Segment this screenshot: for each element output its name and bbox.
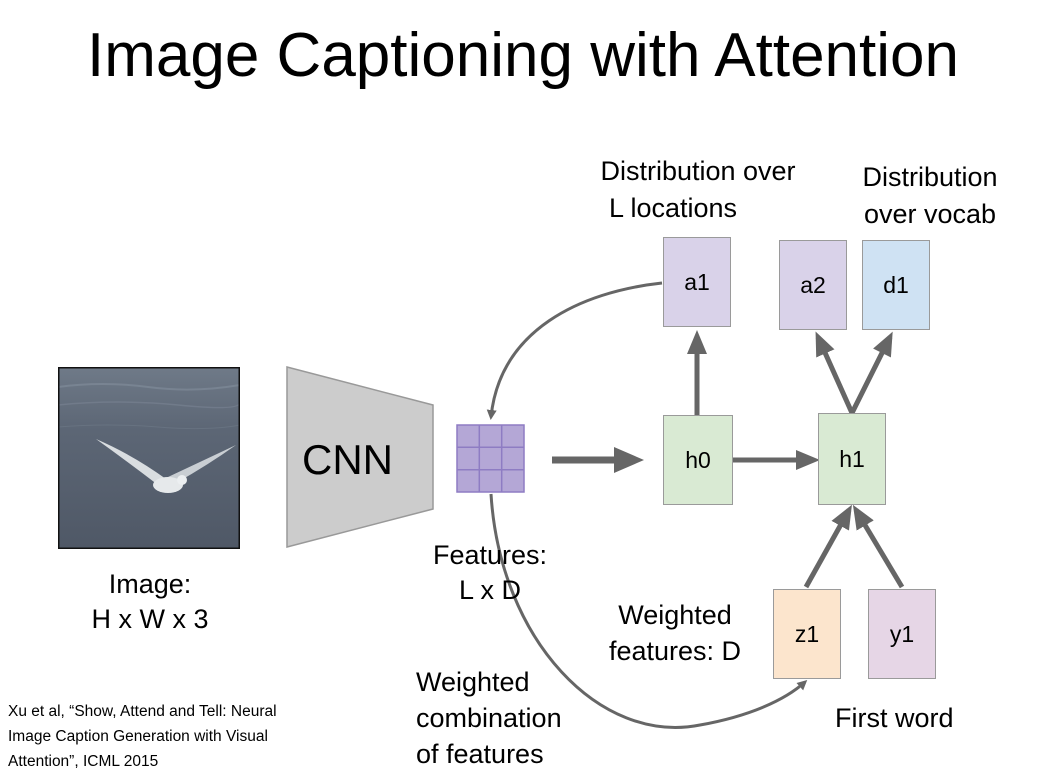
weighted-combination-line2: combination [416, 703, 562, 733]
citation: Xu et al, “Show, Attend and Tell: Neural… [8, 699, 277, 774]
image-label-line2: H x W x 3 [91, 604, 209, 634]
weighted-features-line2: features: D [608, 636, 742, 666]
slide-title: Image Captioning with Attention [87, 21, 959, 90]
image-label-line1: Image: [108, 569, 192, 599]
h1-node: h1 [818, 413, 886, 505]
dist-vocab-line2: over vocab [863, 199, 997, 229]
z1-node: z1 [773, 589, 841, 679]
a2-node: a2 [779, 240, 847, 330]
dist-vocab-line1: Distribution [862, 162, 998, 192]
arrow-h1-to-a2 [815, 331, 855, 415]
citation-line3: Attention”, ICML 2015 [8, 753, 159, 770]
d1-node: d1 [862, 240, 930, 330]
weighted-combination-line3: of features [416, 739, 544, 769]
cnn-label: CNN [302, 436, 393, 483]
cnn-block [286, 366, 434, 548]
a1-node: a1 [663, 237, 731, 327]
input-image [58, 367, 240, 549]
citation-line1: Xu et al, “Show, Attend and Tell: Neural [8, 703, 277, 720]
first-word-label: First word [835, 703, 954, 733]
dist-locations-line1: Distribution over [600, 156, 796, 186]
h0-node: h0 [663, 415, 733, 505]
weighted-features-line1: Weighted [618, 600, 732, 630]
arrow-z1-to-h1 [803, 504, 852, 589]
arrow-h1-to-d1 [849, 331, 893, 415]
arrow-y1-to-h1 [852, 504, 905, 589]
feature-grid [456, 424, 525, 493]
citation-line2: Image Caption Generation with Visual [8, 728, 268, 745]
features-label-line2: L x D [458, 575, 521, 605]
weighted-combination-line1: Weighted [416, 667, 530, 697]
dist-locations-line2: L locations [608, 193, 738, 223]
arrow-features-to-z1 [489, 493, 808, 729]
y1-node: y1 [868, 589, 936, 679]
features-label-line1: Features: [432, 540, 548, 570]
arrow-a1-to-features [486, 281, 663, 420]
